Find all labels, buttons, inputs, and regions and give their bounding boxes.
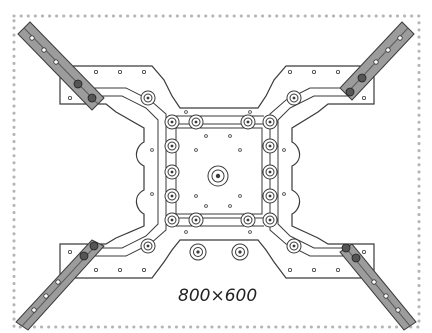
vesa-hole xyxy=(164,188,180,204)
mounting-arm-top-right xyxy=(339,21,415,101)
vesa-hole xyxy=(164,164,180,180)
tv-outline-border xyxy=(12,14,421,329)
mounting-arm-bottom-right xyxy=(339,243,417,331)
vesa-hole xyxy=(286,238,302,254)
vesa-hole xyxy=(164,138,180,154)
vesa-hole xyxy=(262,164,278,180)
vesa-hole xyxy=(164,212,180,228)
vesa-hole xyxy=(140,238,156,254)
vesa-hole xyxy=(262,114,278,130)
vesa-hole xyxy=(240,114,256,130)
vesa-hole xyxy=(262,188,278,204)
vesa-hole xyxy=(286,90,302,106)
vesa-hole xyxy=(188,114,204,130)
vesa-hole xyxy=(164,114,180,130)
vesa-hole xyxy=(262,212,278,228)
dimension-label: 800×600 xyxy=(178,286,258,306)
vesa-hole xyxy=(140,90,156,106)
mounting-arm-top-left xyxy=(17,21,105,111)
mounting-arm-bottom-left xyxy=(15,239,105,331)
vesa-hole xyxy=(240,212,256,228)
bottom-holes xyxy=(189,243,249,261)
vesa-hole-rings xyxy=(140,90,302,254)
vesa-hole xyxy=(188,212,204,228)
center-hole xyxy=(207,165,229,187)
vesa-hole xyxy=(262,138,278,154)
